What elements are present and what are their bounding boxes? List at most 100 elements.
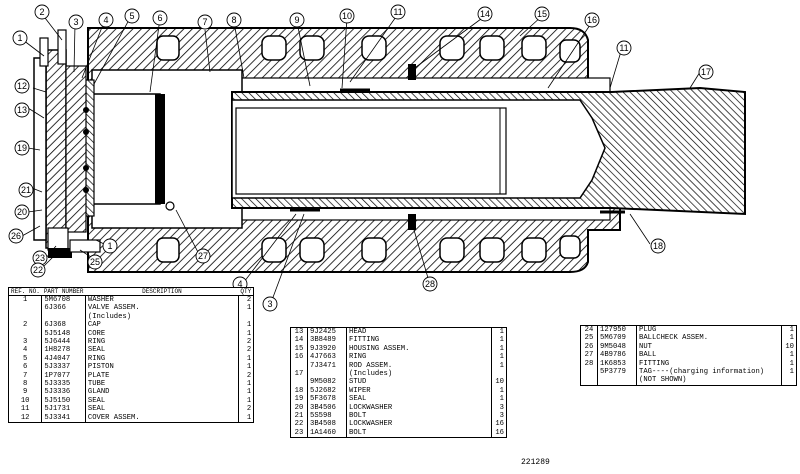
cell-part: 5J3335: [41, 380, 86, 389]
leader-lines: [21, 13, 701, 301]
cell-part: 5P3779: [597, 368, 637, 377]
callout-16: 16: [584, 12, 600, 28]
cell-qty: 1: [499, 361, 504, 370]
cell-qty: 10: [495, 378, 504, 387]
svg-text:6: 6: [157, 13, 162, 23]
cell-desc: VALVE ASSEM.: [85, 304, 239, 313]
cell-ref: 4: [8, 346, 43, 355]
cell-qty: 1: [246, 321, 252, 330]
cell-ref: 21: [290, 412, 308, 421]
callout-26: 26: [8, 228, 24, 244]
cell-part: 5J3336: [41, 388, 86, 397]
cell-ref: 13: [290, 327, 308, 337]
cell-part: 4J4047: [41, 354, 86, 364]
cell-desc: CORE: [85, 329, 239, 339]
svg-text:28: 28: [425, 279, 435, 289]
rod-assembly: [231, 86, 746, 216]
cell-qty: 16: [495, 428, 504, 437]
cell-desc: HEAD: [346, 327, 492, 337]
cell-part: 1A1460: [307, 428, 347, 438]
cell-part: 6J366: [41, 304, 86, 313]
callout-9: 9: [289, 12, 305, 28]
cell-desc: LOCKWASHER: [346, 420, 492, 429]
cell-part: 1P7077: [41, 371, 86, 381]
table-row: 17(Includes): [290, 370, 507, 379]
svg-text:9: 9: [294, 15, 299, 25]
callout-4: 4: [98, 12, 114, 28]
cell-ref: [580, 368, 598, 377]
cell-desc: LOCKWASHER: [346, 403, 492, 413]
svg-text:17: 17: [701, 67, 711, 77]
cell-part: 5M6709: [597, 334, 637, 343]
callout-8: 8: [226, 12, 242, 28]
svg-text:12: 12: [17, 81, 27, 91]
drawing-number: 221289: [521, 458, 550, 467]
callout-6: 6: [152, 10, 168, 26]
table-row: (NOT SHOWN): [580, 376, 797, 386]
svg-text:16: 16: [587, 15, 597, 25]
cell-desc: WASHER: [85, 295, 239, 305]
svg-text:3: 3: [73, 17, 78, 27]
callout-15: 15: [534, 6, 550, 22]
cell-part: [597, 376, 637, 386]
cell-ref: 20: [290, 403, 308, 413]
cell-qty: 1: [789, 351, 794, 360]
callout-11: 11: [390, 4, 406, 20]
cell-part: 1H8278: [41, 346, 86, 355]
cell-qty: 1: [499, 395, 504, 404]
cell-qty: 1: [499, 344, 504, 353]
cell-desc: BOLT: [346, 428, 492, 438]
cell-qty: 1: [789, 334, 794, 343]
cell-ref: 11: [8, 405, 43, 414]
cell-qty: [492, 370, 507, 378]
cell-qty: 1: [789, 368, 794, 377]
svg-text:7: 7: [202, 17, 207, 27]
callout-3: 3: [68, 14, 84, 30]
cell-part: 9M5082: [307, 378, 347, 387]
cell-desc: COVER ASSEM.: [85, 413, 239, 423]
cell-part: 5J5150: [41, 396, 86, 406]
svg-text:11: 11: [619, 43, 628, 53]
cell-qty: 2: [246, 371, 252, 380]
cell-ref: [290, 361, 308, 371]
cell-qty: 2: [246, 405, 252, 414]
callout-10: 10: [339, 8, 355, 24]
svg-text:13: 13: [17, 105, 27, 115]
cell-desc: RING: [85, 354, 239, 364]
cell-qty: 1: [246, 388, 252, 397]
cell-desc: PLATE: [85, 371, 239, 381]
cell-desc: SEAL: [85, 346, 239, 355]
cell-ref: 16: [290, 353, 308, 362]
cell-desc: BOLT: [346, 412, 492, 421]
svg-text:4: 4: [237, 279, 242, 289]
cell-qty: 10: [785, 342, 794, 351]
svg-text:25: 25: [90, 257, 100, 267]
cell-part: 5J3337: [41, 363, 86, 372]
header-description: DESCRIPTION: [85, 287, 239, 296]
cell-ref: 18: [290, 386, 308, 396]
callout-1: 1: [12, 30, 28, 46]
cell-ref: 25: [580, 334, 598, 343]
cell-part: 5J2682: [307, 386, 347, 396]
cell-qty: 1: [499, 328, 504, 336]
cell-ref: 15: [290, 344, 308, 354]
svg-text:1: 1: [107, 241, 112, 251]
cell-part: 5J3341: [41, 413, 86, 423]
fitting-top: [408, 64, 416, 80]
svg-text:20: 20: [17, 207, 27, 217]
svg-text:14: 14: [480, 9, 490, 19]
